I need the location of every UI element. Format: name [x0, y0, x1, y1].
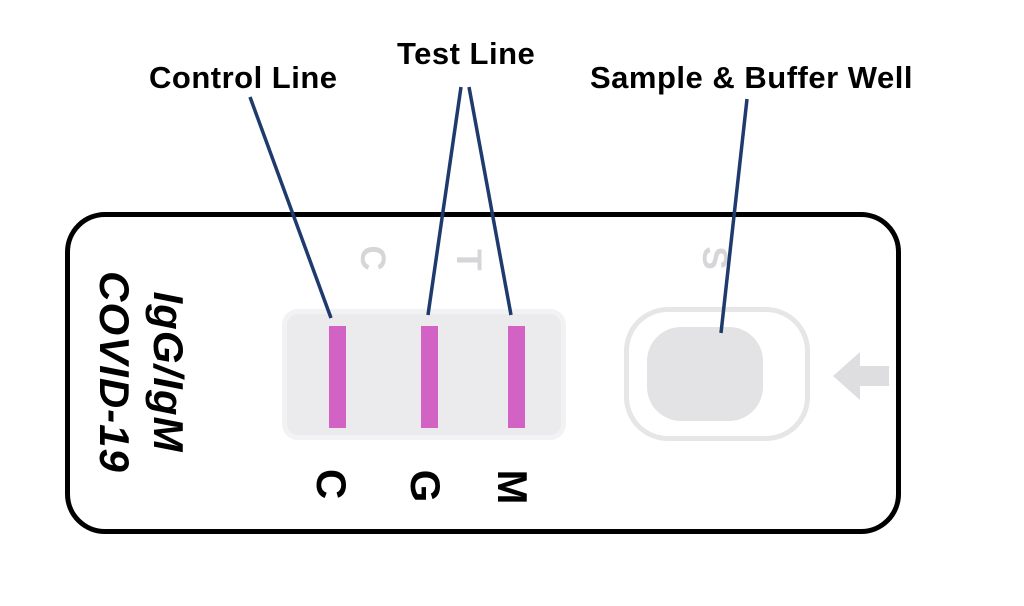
- igg-test-line-band: [421, 326, 438, 428]
- result-letter-g: G: [402, 469, 449, 503]
- test-line-label: Test Line: [397, 36, 536, 71]
- result-window: [282, 309, 566, 440]
- control-line-label: Control Line: [149, 60, 338, 95]
- sample-buffer-well-label: Sample & Buffer Well: [590, 60, 913, 95]
- brand-text-covid19: COVID-19: [91, 271, 138, 473]
- igm-test-line-band: [508, 326, 525, 428]
- sample-well: [624, 307, 810, 441]
- result-letter-c: C: [308, 468, 355, 500]
- brand-text-igg-igm: IgG/IgM: [145, 291, 192, 453]
- printed-letter-t: T: [449, 249, 488, 271]
- arrow-left-shape: [833, 352, 889, 400]
- sample-well-opening: [647, 327, 763, 421]
- printed-letter-c: C: [353, 245, 392, 271]
- result-letter-m: M: [489, 469, 536, 505]
- arrow-left-icon: [833, 352, 889, 400]
- control-line-band: [329, 326, 346, 428]
- printed-letter-s: S: [695, 246, 734, 270]
